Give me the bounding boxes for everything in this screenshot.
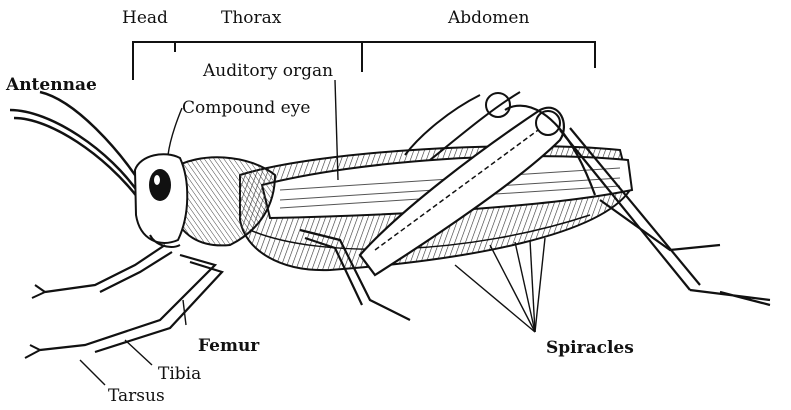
antennae bbox=[10, 92, 145, 198]
auditory-organ-label: Auditory organ bbox=[203, 63, 333, 80]
abdomen-label: Abdomen bbox=[448, 10, 529, 27]
front-legs bbox=[40, 245, 222, 352]
spiracles-label: Spiracles bbox=[546, 340, 634, 357]
compound-eye-label: Compound eye bbox=[182, 100, 310, 117]
tarsus-label: Tarsus bbox=[108, 388, 165, 405]
tibia-label: Tibia bbox=[158, 366, 201, 383]
abdomen-bracket bbox=[362, 42, 595, 68]
antennae-label: Antennae bbox=[6, 77, 97, 94]
thorax-label: Thorax bbox=[221, 10, 281, 27]
femur-label: Femur bbox=[198, 338, 259, 355]
head-bracket bbox=[133, 42, 175, 80]
compound-eye bbox=[149, 169, 171, 201]
head-label: Head bbox=[122, 10, 168, 27]
